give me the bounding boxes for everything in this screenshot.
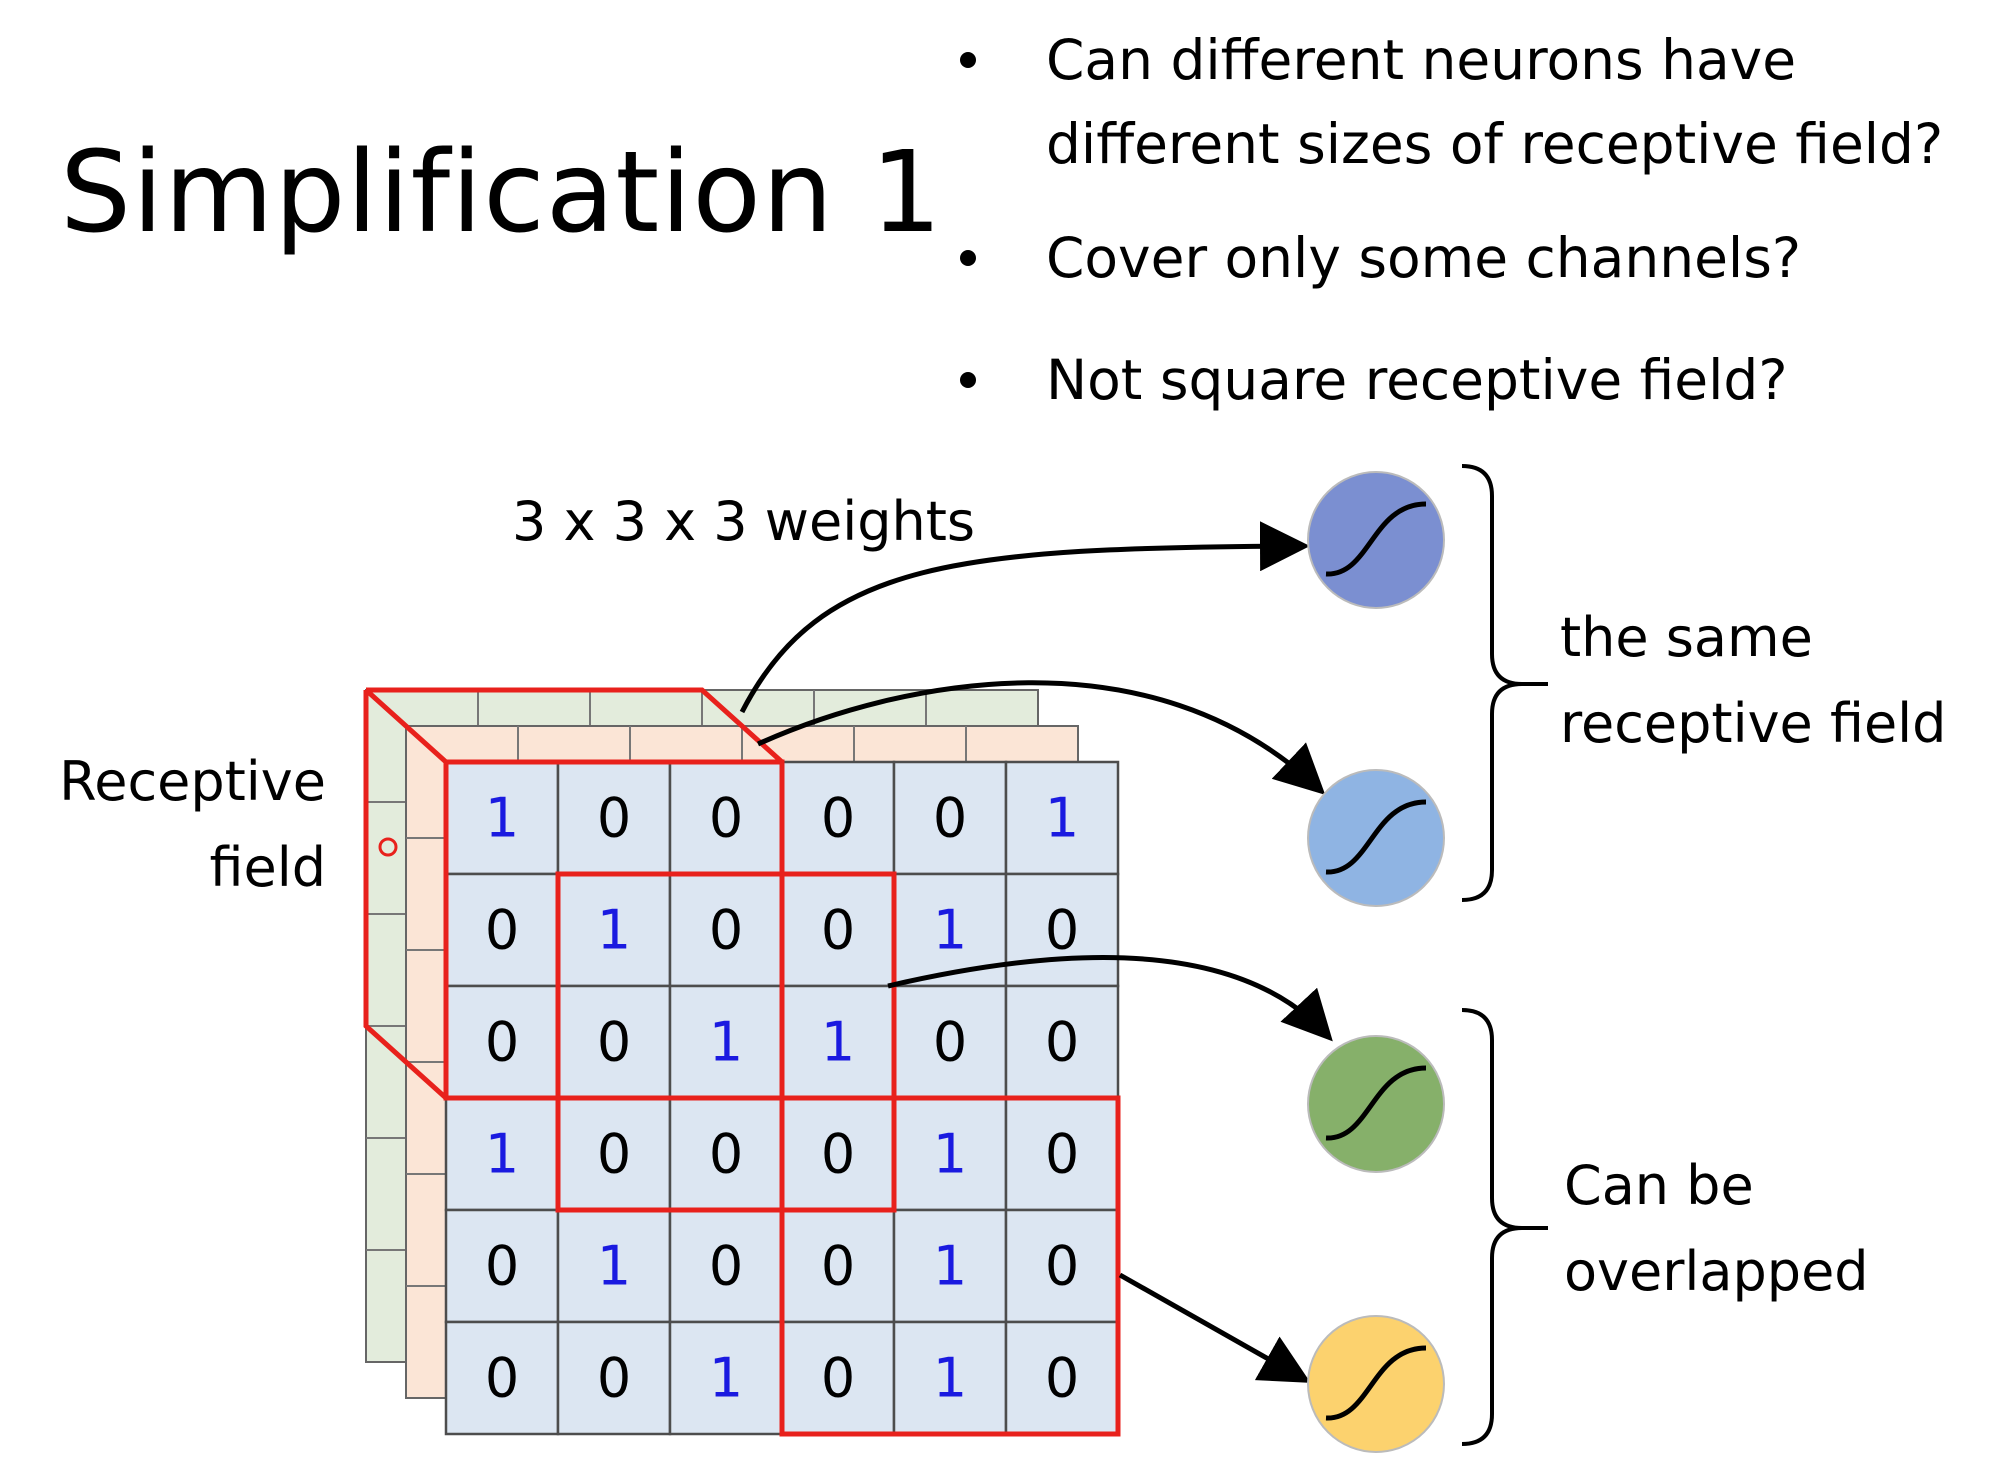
input-channel-front: 1 0 0 0 0 1 0 1 0 0 1 0 0 0 1 1 0 0 1 0 0 0 1 0 0 1 0 0 1 0 0 0 1 0 1 0 — [444, 760, 1120, 1436]
overlapped-label-line2: overlapped — [1564, 1240, 1869, 1303]
cell-value: 1 — [933, 899, 967, 962]
cell-value: 1 — [597, 1235, 631, 1298]
neuron-circle — [1307, 471, 1445, 609]
arrow-to-neuron-4 — [1118, 1272, 1311, 1383]
cell-value: 1 — [709, 1347, 743, 1410]
bullet-dot-icon — [960, 52, 976, 68]
cell-value: 0 — [709, 787, 743, 850]
grid-cell — [1004, 1096, 1120, 1212]
bullet-dot-icon — [960, 250, 976, 266]
cell-value: 0 — [821, 787, 855, 850]
arrow-to-neuron-3 — [887, 954, 1333, 1042]
neuron-circle — [1307, 1035, 1445, 1173]
grid-cell — [892, 760, 1008, 876]
arrow-to-neuron-2 — [756, 680, 1326, 795]
receptive-field-highlights — [363, 687, 1121, 1437]
same-field-label-line2: receptive field — [1560, 692, 1946, 755]
neuron-3 — [1307, 1035, 1445, 1173]
cell-value: 0 — [821, 899, 855, 962]
overlapped-label-line1: Can be — [1564, 1154, 1754, 1217]
cell-value: 1 — [485, 1123, 519, 1186]
sigmoid-icon — [1325, 799, 1427, 875]
bullet-text: Not square receptive field? — [1046, 348, 1788, 412]
cell-value: 0 — [597, 1123, 631, 1186]
neuron-circle — [1307, 1315, 1445, 1453]
cell-value: 0 — [709, 1123, 743, 1186]
sigmoid-icon — [1325, 1345, 1427, 1421]
cell-value: 0 — [597, 1011, 631, 1074]
cell-value: 1 — [709, 1011, 743, 1074]
grid-cell — [556, 1208, 672, 1324]
grid-cell — [556, 1096, 672, 1212]
cell-value: 0 — [1045, 1347, 1079, 1410]
grid-cell — [1004, 760, 1120, 876]
grid-cell — [668, 1320, 784, 1436]
cell-value: 1 — [821, 1011, 855, 1074]
cell-value: 0 — [1045, 1123, 1079, 1186]
cell-value: 1 — [933, 1235, 967, 1298]
bullet-text: Cover only some channels? — [1046, 226, 1802, 290]
grid-cell — [1004, 1320, 1120, 1436]
sigmoid-icon — [1325, 501, 1427, 577]
grid-cell — [780, 984, 896, 1100]
grid-cell — [668, 760, 784, 876]
grid-cell — [1004, 872, 1120, 988]
neurons — [1307, 471, 1445, 1453]
arrow-to-neuron-1 — [739, 521, 1310, 714]
receptive-field-label-line2: field — [209, 836, 326, 899]
cell-value: 0 — [485, 1347, 519, 1410]
grid-cell — [668, 1208, 784, 1324]
sigmoid-icon — [1325, 1065, 1427, 1141]
grid-cell — [1004, 1208, 1120, 1324]
cell-value: 0 — [709, 1235, 743, 1298]
cell-value: 0 — [821, 1235, 855, 1298]
bullet-text: different sizes of receptive field? — [1046, 112, 1944, 176]
cell-value: 0 — [821, 1123, 855, 1186]
cell-value: 1 — [1045, 787, 1079, 850]
cell-value: 0 — [1045, 899, 1079, 962]
neuron-4 — [1307, 1315, 1445, 1453]
cell-value: 0 — [597, 1347, 631, 1410]
grid-cell — [444, 872, 560, 988]
grid-cell — [780, 760, 896, 876]
cell-value: 1 — [933, 1123, 967, 1186]
grid-cell — [780, 872, 896, 988]
cell-value: 0 — [1045, 1011, 1079, 1074]
cell-value: 1 — [933, 1347, 967, 1410]
cell-value: 0 — [933, 787, 967, 850]
receptive-field-label-line1: Receptive — [59, 750, 326, 813]
cell-value: 1 — [485, 787, 519, 850]
grid-cell — [892, 1320, 1008, 1436]
neuron-2 — [1307, 769, 1445, 907]
grid-cell — [556, 1320, 672, 1436]
cell-value: 0 — [485, 1235, 519, 1298]
cell-value: 0 — [709, 899, 743, 962]
slide-title: Simplification 1 — [60, 128, 943, 258]
brace-top — [1461, 464, 1548, 902]
bullet-dot-icon — [960, 372, 976, 388]
cell-value: 0 — [485, 1011, 519, 1074]
grid-cell — [780, 1320, 896, 1436]
cell-value: 0 — [597, 787, 631, 850]
weights-label: 3 x 3 x 3 weights — [512, 490, 975, 553]
same-field-label-line1: the same — [1560, 606, 1813, 669]
cell-value: 1 — [597, 899, 631, 962]
brace-bottom — [1461, 1008, 1548, 1446]
grid-cell — [668, 984, 784, 1100]
receptive-field-center — [555, 871, 897, 1213]
bullet-text: Can different neurons have — [1046, 28, 1797, 92]
neuron-circle — [1307, 769, 1445, 907]
cell-value: 0 — [485, 899, 519, 962]
neuron-1 — [1307, 471, 1445, 609]
grid-cell — [444, 1208, 560, 1324]
receptive-field-bottom-right — [779, 1095, 1121, 1437]
cell-value: 0 — [1045, 1235, 1079, 1298]
cursor-dot-icon — [378, 837, 398, 857]
grid-cell — [892, 1208, 1008, 1324]
cell-value: 0 — [933, 1011, 967, 1074]
cell-value: 0 — [821, 1347, 855, 1410]
